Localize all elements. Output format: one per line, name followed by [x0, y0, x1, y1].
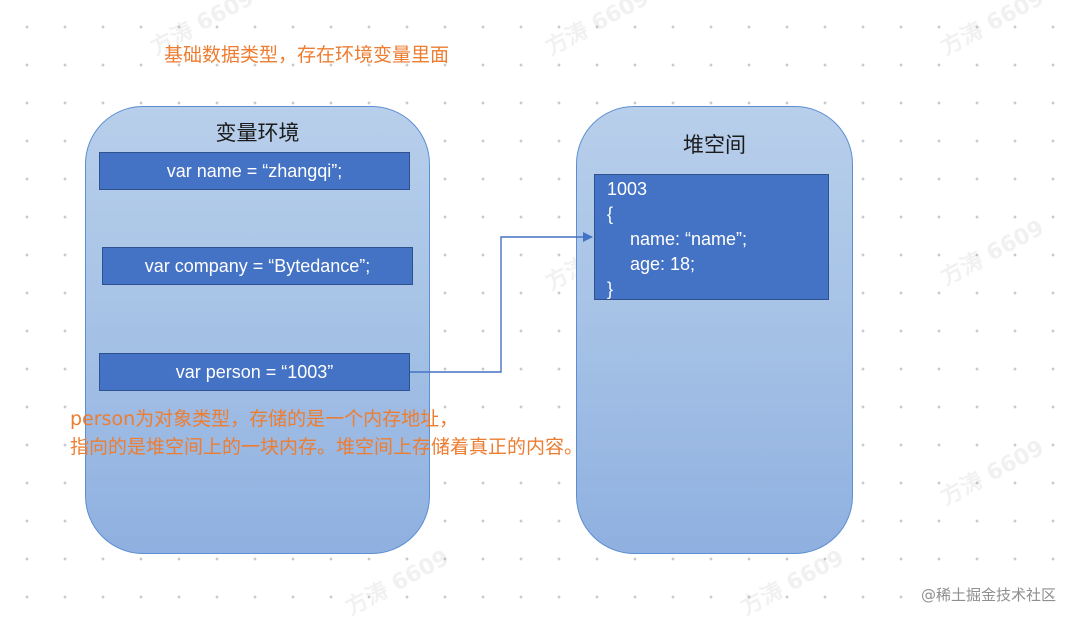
heap-title: 堆空间 — [683, 133, 746, 157]
var-person-box: var person = “1003” — [99, 353, 410, 391]
heap-object-box: 1003 { name: “name”; age: 18; } — [594, 174, 829, 300]
heap-object-age-property: age: 18; — [630, 254, 696, 274]
heap-object-name-property: name: “name”; — [630, 229, 748, 249]
var-name-box: var name = “zhangqi”; — [99, 152, 410, 190]
var-company-box: var company = “Bytedance”; — [102, 247, 413, 285]
reference-type-note: person为对象类型，存储的是一个内存地址， 指向的是堆空间上的一块内存。堆空… — [70, 405, 583, 461]
reference-type-note-line1: person为对象类型，存储的是一个内存地址， — [70, 408, 459, 430]
heap-object-open-brace: { — [607, 204, 614, 224]
variable-environment-title: 变量环境 — [215, 121, 300, 145]
brand-watermark: @稀土掘金技术社区 — [920, 586, 1056, 604]
reference-type-note-line2: 指向的是堆空间上的一块内存。堆空间上存储着真正的内容。 — [70, 436, 584, 458]
heap-object-close-brace: } — [607, 279, 614, 299]
reference-arrow-line — [410, 232, 593, 373]
heap-object-address: 1003 — [607, 179, 648, 199]
primitive-types-note: 基础数据类型，存在环境变量里面 — [164, 44, 450, 66]
